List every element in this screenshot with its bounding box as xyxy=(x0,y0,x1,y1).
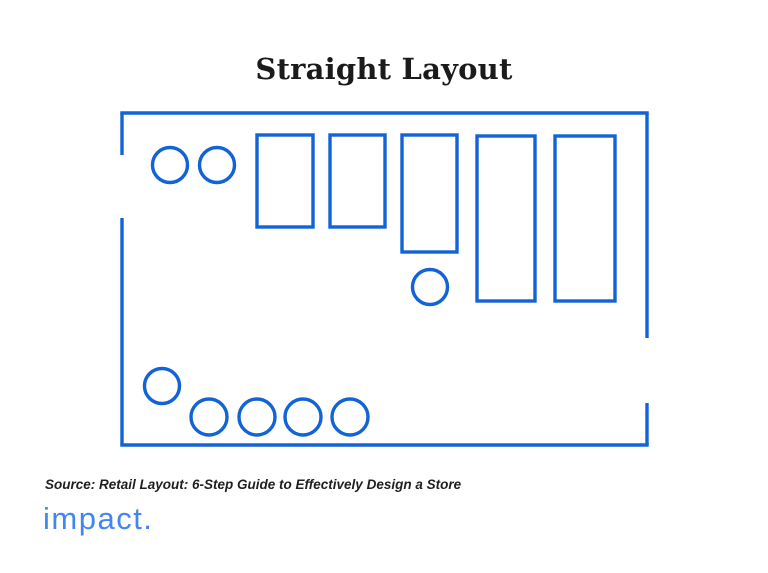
diagram-title: Straight Layout xyxy=(255,52,513,86)
fixture-circle xyxy=(410,267,450,307)
shelf-rect xyxy=(328,133,387,229)
shelf-rect xyxy=(400,133,459,254)
fixture-circle xyxy=(237,397,277,437)
fixture-circle xyxy=(283,397,323,437)
shelf-rect xyxy=(475,134,537,303)
shelf-rect xyxy=(553,134,617,303)
fixture-circle xyxy=(189,397,229,437)
fixture-circle xyxy=(330,397,370,437)
shelf-rect xyxy=(255,133,315,229)
fixture-circle xyxy=(150,145,190,185)
source-note: Source: Retail Layout: 6-Step Guide to E… xyxy=(45,477,462,492)
fixture-circle xyxy=(142,366,182,406)
impact-logo: impact. xyxy=(43,501,154,536)
fixture-circle xyxy=(197,145,237,185)
